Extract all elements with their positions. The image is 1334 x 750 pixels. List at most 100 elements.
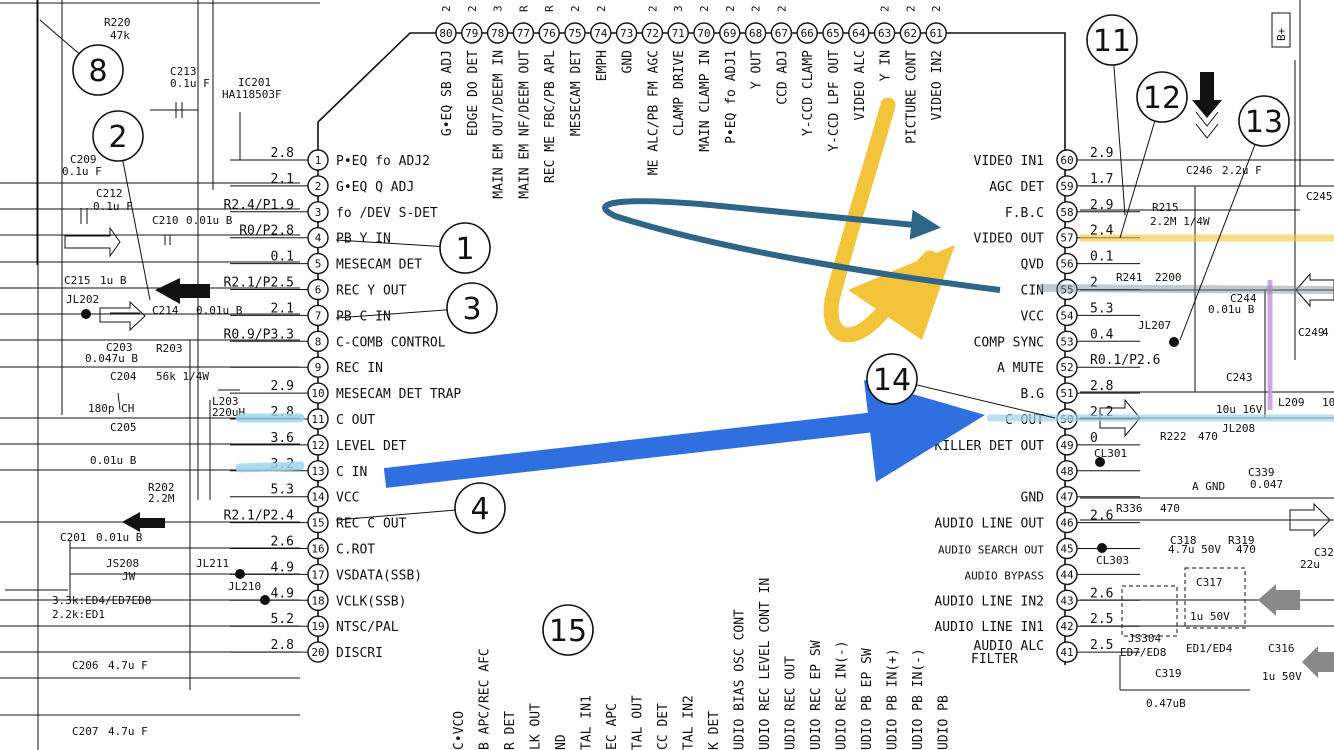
pin-circle: [307, 175, 329, 197]
component-c207-value: 4.7u F: [108, 725, 148, 738]
component-c212-ref: C212: [96, 187, 123, 200]
pin-number: 73: [620, 27, 633, 40]
pin-number: 11: [311, 413, 324, 426]
pin-label: REC IN: [336, 361, 383, 376]
pin-label: CCD ADJ: [775, 50, 790, 105]
component-jl207-ref: JL207: [1138, 319, 1171, 332]
pin-voltage: 3: [492, 5, 505, 12]
bottom-pin-label: UDIO PB IN(+): [886, 648, 901, 750]
pin-label: G•EQ SB ADJ: [440, 50, 455, 136]
pin-voltage: 2: [646, 5, 659, 12]
component-c32-value: 22u: [1300, 558, 1320, 571]
bottom-pin-label: UDIO PB: [937, 695, 952, 750]
pin-voltage: 2.9: [1090, 198, 1113, 213]
pin-circle: [1056, 615, 1078, 637]
component-r222-ref: R222: [1160, 430, 1187, 443]
pin-number: 52: [1060, 361, 1073, 374]
pin-circle: [307, 330, 329, 352]
pin-circle: [307, 563, 329, 586]
pin-circle: [307, 511, 329, 534]
pin-label: PB C IN: [336, 309, 391, 324]
bottom-pin-label: LK OUT: [529, 703, 544, 750]
pin-voltage: 2: [930, 5, 943, 12]
pin-number: 12: [311, 439, 324, 452]
pin-number: 3: [315, 206, 322, 219]
pin-circle: [744, 22, 767, 44]
pin-voltage: R0.1/P2.6: [1090, 353, 1160, 368]
component-c206-ref: C206: [72, 659, 99, 672]
pin-voltage: 5.3: [1090, 301, 1113, 316]
callout-number: 4: [470, 492, 489, 527]
component-c201-ref: C201: [60, 531, 87, 544]
component-c209-ref: C209: [70, 153, 97, 166]
callout-number: 15: [549, 614, 587, 649]
component-r202-ref: R202: [148, 481, 175, 494]
pin-voltage: 2: [904, 5, 917, 12]
component-js304-ref: JS304: [1128, 632, 1161, 645]
pin-circle: [307, 356, 329, 378]
pin-voltage: R0.9/P3.3: [224, 327, 294, 342]
component-c318-value: 4.7u 50V: [1168, 543, 1221, 556]
pin-number: 71: [672, 27, 685, 40]
pin-voltage: 4.9: [271, 560, 294, 575]
pin-label: Y-CCD LPF OUT: [827, 50, 842, 152]
pin-voltage: 2: [466, 5, 479, 12]
pin-voltage: 2.1: [271, 172, 294, 187]
pin-label: KILLER DET OUT: [934, 439, 1044, 454]
pin-circle: [641, 22, 664, 44]
pin-number: 47: [1060, 491, 1073, 504]
highlight-gray-cin-line: [1039, 284, 1334, 294]
pin-label-cont: FILTER: [971, 652, 1018, 667]
pin-number: 14: [311, 491, 325, 504]
pin-number: 64: [852, 27, 866, 40]
component-cl303-ref: CL303: [1096, 554, 1129, 567]
pin-number: 62: [904, 27, 917, 40]
pin-label: MAIN CLAMP IN: [698, 50, 713, 152]
pin-circle: [512, 22, 535, 44]
pin-number: 60: [1060, 154, 1073, 167]
component-c246-ref: C246: [1186, 164, 1213, 177]
pin-number: 69: [723, 27, 736, 40]
pin-number: 59: [1060, 180, 1073, 193]
pin-voltage: R2.4/P1.9: [224, 198, 294, 213]
pin-number: 8: [315, 335, 322, 348]
pin-voltage: 2.9: [1090, 146, 1113, 161]
component-c317-value: 1u 50V: [1190, 610, 1230, 623]
highlight-cyan-c-in-left: [235, 461, 305, 473]
pin-number: 76: [543, 27, 556, 40]
pin-label: C.ROT: [336, 543, 375, 558]
component-r336-value: 470: [1160, 502, 1180, 515]
pin-circle: [307, 226, 329, 249]
callout-leader: [1179, 120, 1265, 341]
pin-circle: [307, 149, 329, 171]
bottom-pin-label: UDIO PB EP SW: [860, 648, 875, 750]
pin-voltage: 2: [775, 5, 788, 12]
component-c210-value: 0.01u B: [186, 214, 233, 227]
pin-circle: [1056, 537, 1078, 560]
component-c318-ref: C318: [1170, 534, 1197, 547]
pin-circle: [899, 22, 922, 44]
bottom-pin-label: B APC/REC AFC: [478, 648, 493, 750]
component-labels: R220 47k C213 0.1u F IC201 HA118503F C20…: [52, 12, 1334, 738]
pin-circle: [307, 201, 329, 223]
component-l209-ref: L209: [1278, 396, 1305, 409]
pin-label: A MUTE: [997, 361, 1044, 376]
component-l203-ref: L203: [212, 395, 239, 408]
pin-voltage: 2.6: [1090, 586, 1113, 601]
pin-label: MESECAM DET: [569, 50, 584, 136]
teal-loop-arrow: [602, 198, 1001, 293]
pin-number: 45: [1060, 543, 1073, 556]
component-c245-ref: C245: [1306, 190, 1333, 203]
callout-circle: [72, 44, 124, 96]
component-c339-value: 0.047: [1250, 478, 1283, 491]
pin-number: 9: [315, 361, 322, 374]
pin-number: 67: [775, 27, 788, 40]
component-c246-value: 2.2u F: [1222, 164, 1262, 177]
pin-circle: [461, 22, 483, 44]
component-c243-ref: C243: [1226, 371, 1253, 384]
pin-number: 66: [801, 27, 814, 40]
pin-circle: [1056, 641, 1078, 663]
callout-leader: [117, 135, 151, 301]
